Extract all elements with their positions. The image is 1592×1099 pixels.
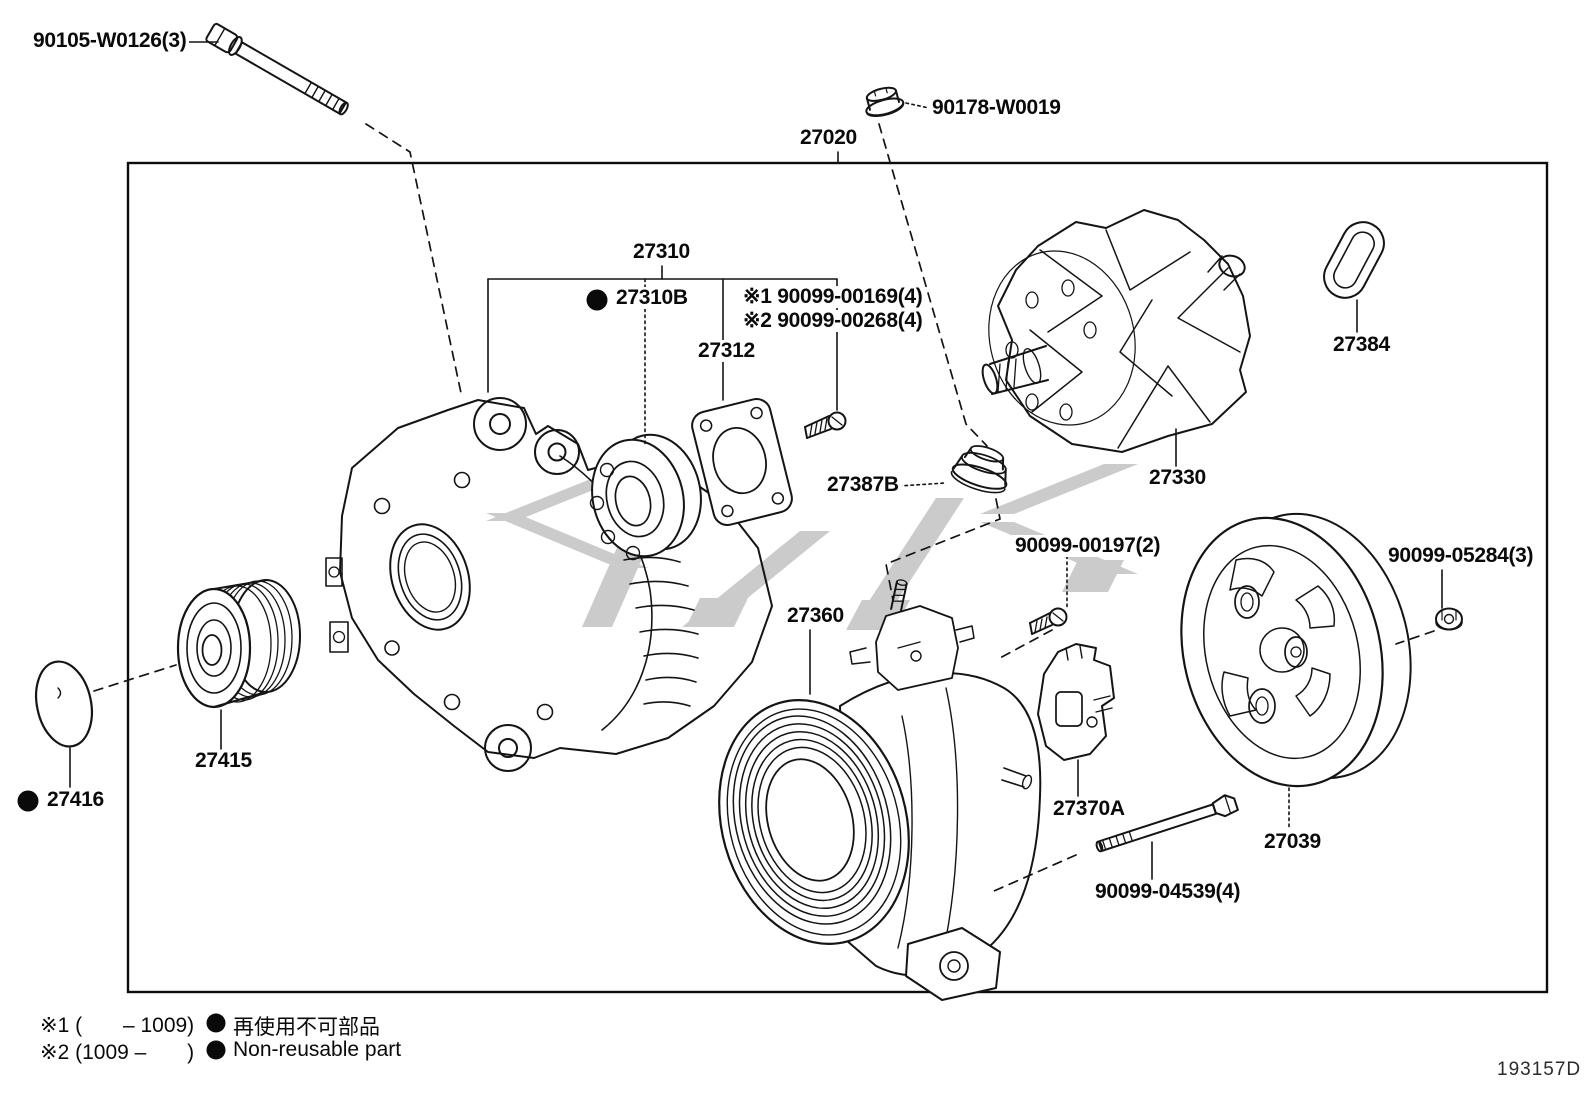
label-90099-00197: 90099-00197(2) bbox=[1012, 534, 1164, 558]
label-27312: 27312 bbox=[695, 339, 758, 363]
non-reusable-dot-27310b bbox=[586, 289, 608, 311]
label-90105-w0126: 90105-W0126(3) bbox=[30, 29, 190, 53]
nut-90099-05284-drawing bbox=[1435, 607, 1463, 631]
label-27415: 27415 bbox=[192, 749, 255, 773]
non-reusable-dot-27416 bbox=[17, 790, 39, 812]
legend-dot-en bbox=[206, 1040, 226, 1060]
legend-english: Non-reusable part bbox=[233, 1038, 402, 1061]
label-90099-04539: 90099-04539(4) bbox=[1092, 880, 1244, 904]
stator-27360-drawing bbox=[718, 579, 1042, 1001]
regulator-27370a-drawing bbox=[1037, 643, 1115, 761]
legend-japanese: 再使用不可部品 bbox=[233, 1016, 380, 1039]
nut-90178-drawing bbox=[865, 86, 1001, 601]
cover-27039-drawing bbox=[1180, 512, 1412, 788]
cap-27416-drawing bbox=[35, 660, 93, 748]
label-27310: 27310 bbox=[630, 240, 693, 264]
screw-90099-00197-drawing bbox=[999, 607, 1068, 659]
bolt-90099-04539-drawing bbox=[993, 794, 1239, 892]
label-27360: 27360 bbox=[784, 604, 847, 628]
label-27039: 27039 bbox=[1261, 830, 1324, 854]
label-27330: 27330 bbox=[1146, 466, 1209, 490]
label-27384: 27384 bbox=[1330, 333, 1393, 357]
label-27387b: 27387B bbox=[824, 473, 902, 497]
figure-code: 193157D bbox=[1497, 1059, 1582, 1080]
label-27416: 27416 bbox=[44, 788, 107, 812]
label-note1-90099-00169: ※1 90099-00169(4) bbox=[740, 285, 926, 309]
rotor-27330-drawing bbox=[981, 209, 1251, 453]
screw-retainer-drawing bbox=[804, 411, 847, 439]
bolt-90105-drawing bbox=[205, 22, 462, 394]
label-90099-05284: 90099-05284(3) bbox=[1385, 544, 1537, 568]
legend-dot-jp bbox=[206, 1013, 226, 1033]
pulley-27415-drawing bbox=[176, 579, 301, 709]
footnote-range-1: ※1 ( – 1009) bbox=[40, 1014, 195, 1037]
insulator-27387b-drawing bbox=[950, 445, 1008, 494]
grommet-27384-drawing bbox=[1323, 221, 1385, 299]
label-27370a: 27370A bbox=[1050, 797, 1128, 821]
bracket-27310-drawing bbox=[325, 397, 773, 772]
label-90178-w0019: 90178-W0019 bbox=[929, 96, 1064, 120]
label-27020: 27020 bbox=[797, 126, 860, 150]
retainer-27312-drawing bbox=[691, 398, 793, 526]
label-27310b: 27310B bbox=[613, 286, 691, 310]
label-note2-90099-00268: ※2 90099-00268(4) bbox=[740, 309, 926, 333]
leader-lines bbox=[69, 41, 1443, 880]
non-reusable-markers bbox=[17, 289, 608, 1060]
footnote-range-2: ※2 (1009 – ) bbox=[40, 1041, 195, 1064]
bearing-27310b-drawing bbox=[589, 433, 702, 561]
